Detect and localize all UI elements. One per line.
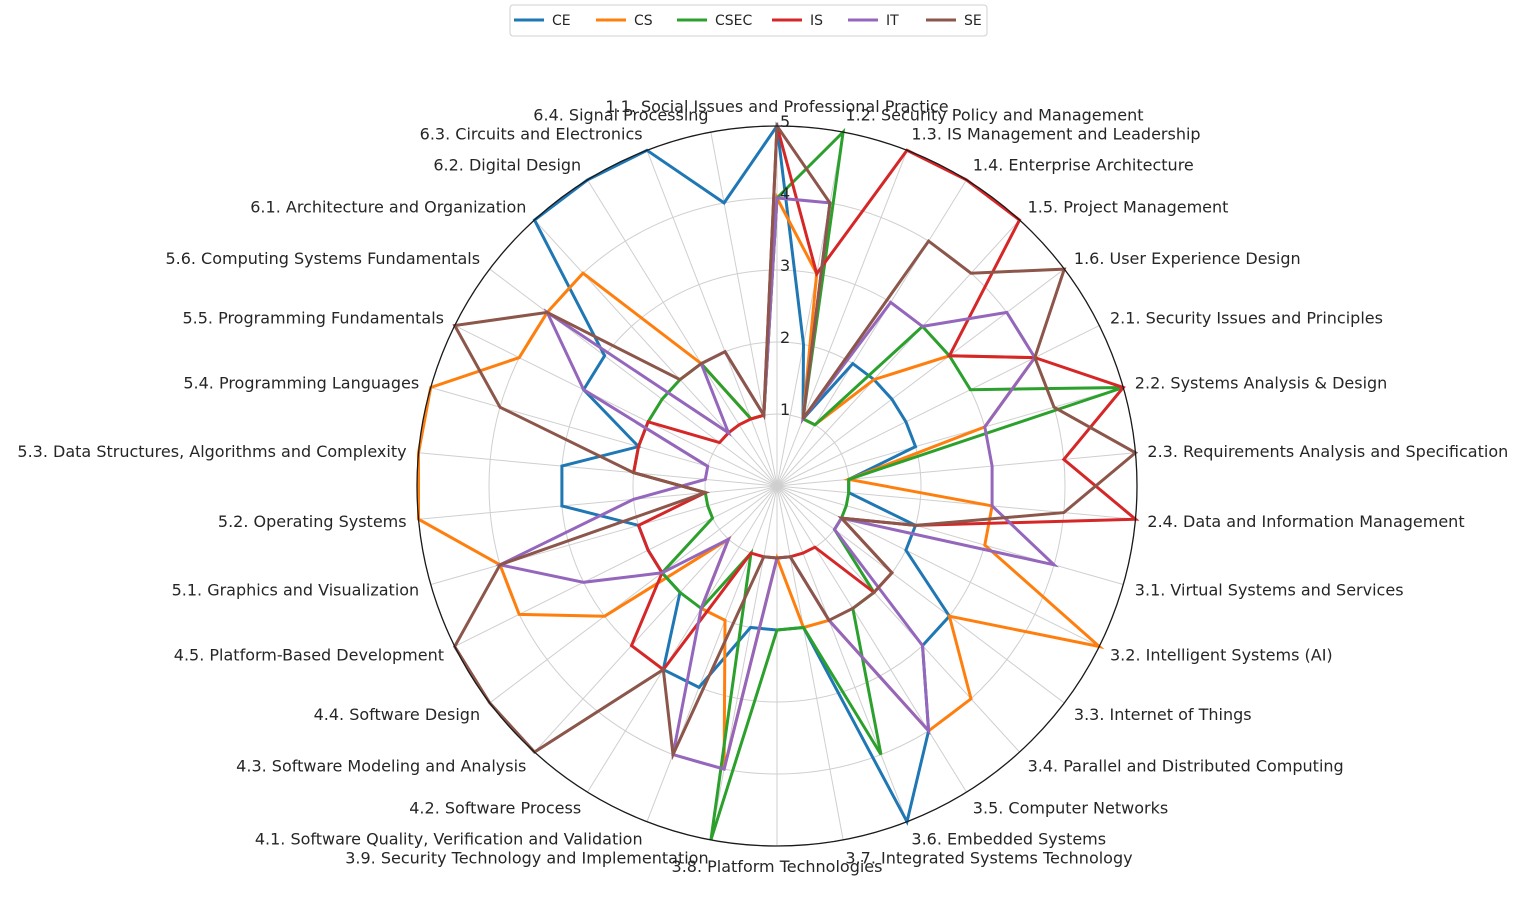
grid-spoke [776,485,1124,585]
category-label: 6.2. Digital Design [433,156,581,175]
grid-spoke [454,325,778,487]
legend-label-se: SE [964,13,982,29]
grid-spoke [646,485,778,822]
category-label: 6.1. Architecture and Organization [250,198,526,217]
category-label: 1.2. Security Policy and Management [845,105,1143,124]
legend-label-is: IS [810,13,823,29]
category-label: 1.1. Social Issues and Professional Prac… [605,97,948,116]
legend: CE CS CSEC IS IT SE [509,4,988,37]
series-line-csec [631,127,1124,841]
grid-spoke [776,485,1020,753]
r-tick-label: 3 [780,256,790,275]
grid-spoke [776,485,1065,704]
category-label: 4.3. Software Modeling and Analysis [236,756,526,775]
grid-spoke [418,485,778,520]
category-label: 3.3. Internet of Things [1074,705,1252,724]
category-label: 2.2. Systems Analysis & Design [1135,374,1388,393]
r-tick-label: 4 [780,184,790,203]
legend-label-cs: CS [634,13,653,29]
category-label: 1.5. Project Management [1028,198,1229,217]
grid-spoke [710,485,778,840]
grid-spoke [534,485,778,753]
category-label: 4.4. Software Design [314,705,480,724]
grid-spoke [776,452,1136,487]
r-tick-label: 5 [780,112,790,131]
category-label: 4.1. Software Quality, Verification and … [255,830,643,849]
grid-spoke [430,485,778,585]
category-label: 4.5. Platform-Based Development [174,646,444,665]
category-label: 5.2. Operating Systems [218,512,407,531]
category-label: 1.4. Enterprise Architecture [973,156,1194,175]
grid-spoke [776,179,967,487]
category-label: 5.5. Programming Fundamentals [182,309,444,328]
category-label: 3.8. Platform Technologies [672,857,883,876]
category-label: 5.3. Data Structures, Algorithms and Com… [17,442,406,461]
series-line-ce [532,121,952,826]
grid-spoke [776,132,844,487]
grid-spoke [776,485,908,822]
radar-frame [416,125,1138,847]
category-label: 3.1. Virtual Systems and Services [1135,580,1404,599]
radar-series [417,121,1140,841]
grid-spoke [646,150,778,487]
category-labels: 1.1. Social Issues and Professional Prac… [17,97,1508,876]
grid-spoke [454,485,778,647]
legend-label-csec: CSEC [715,13,753,29]
grid-spoke [776,150,908,487]
category-label: 2.3. Requirements Analysis and Specifica… [1147,442,1508,461]
grid-spoke [776,387,1124,487]
grid-spoke [776,485,1136,520]
legend-box [509,4,988,37]
grid-spoke [776,325,1100,487]
category-label: 3.5. Computer Networks [973,798,1168,817]
category-label: 1.6. User Experience Design [1074,249,1301,268]
category-label: 3.6. Embedded Systems [911,830,1106,849]
category-label: 4.2. Software Process [409,798,581,817]
grid-spoke [776,219,1020,487]
grid-spoke [534,219,778,487]
category-label: 2.4. Data and Information Management [1147,512,1464,531]
category-label: 3.2. Intelligent Systems (AI) [1110,646,1333,665]
category-label: 5.6. Computing Systems Fundamentals [165,249,480,268]
category-label: 5.1. Graphics and Visualization [172,580,420,599]
grid-spoke [430,387,778,487]
series-line-se [452,121,1139,761]
grid-spoke [776,485,844,840]
category-label: 2.1. Security Issues and Principles [1110,309,1383,328]
grid-spoke [776,485,967,793]
legend-label-it: IT [886,13,899,29]
grid-spoke [489,268,778,487]
grid-spoke [776,485,1100,647]
grid-spoke [710,132,778,487]
grid-spoke [587,179,778,487]
category-label: 1.3. IS Management and Leadership [911,125,1200,144]
grid-spoke [587,485,778,793]
radar-grid [416,125,1138,847]
category-label: 5.4. Programming Languages [183,374,419,393]
category-label: 3.7. Integrated Systems Technology [845,849,1132,868]
r-tick-label: 1 [780,400,790,419]
category-label: 6.3. Circuits and Electronics [420,125,643,144]
legend-label-ce: CE [552,13,571,29]
category-label: 3.4. Parallel and Distributed Computing [1028,756,1344,775]
outer-circle [416,125,1138,847]
grid-spoke [418,452,778,487]
grid-spoke [489,485,778,704]
r-tick-label: 2 [780,328,790,347]
category-label: 6.4. Signal Processing [533,105,708,124]
radial-tick-labels: 1 2 3 4 5 [780,112,790,419]
grid-spoke [776,268,1065,487]
category-label: 3.9. Security Technology and Implementat… [345,849,708,868]
